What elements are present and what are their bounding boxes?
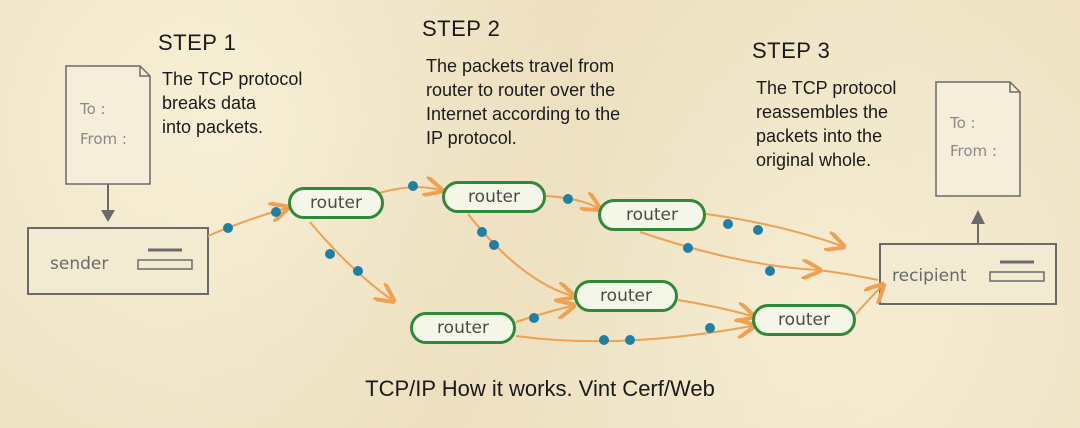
packet-dot: [705, 323, 715, 333]
router-node: router: [574, 280, 678, 312]
step-1-text: The TCP protocol breaks data into packet…: [162, 69, 303, 137]
path-router2-router3: [545, 196, 598, 208]
router-node: router: [752, 304, 856, 336]
recipient-label: recipient: [892, 266, 967, 286]
router-node: router: [288, 187, 384, 219]
recipient-envelope-to: To :: [950, 114, 976, 132]
router-label: router: [600, 286, 652, 306]
step-2-title: STEP 2: [422, 16, 501, 41]
router-label: router: [437, 318, 489, 338]
router-node: router: [410, 312, 516, 344]
router-label: router: [626, 205, 678, 225]
packet-dot: [477, 227, 487, 237]
path-router5-router4: [515, 306, 572, 323]
step-1-title: STEP 1: [158, 30, 237, 55]
recipient-envelope-from: From :: [950, 142, 997, 160]
packet-dot: [353, 266, 363, 276]
caption: TCP/IP How it works. Vint Cerf/Web: [365, 376, 715, 401]
step-3-title: STEP 3: [752, 38, 831, 63]
router-label: router: [310, 193, 362, 213]
step-2-text: The packets travel from router to router…: [426, 56, 621, 148]
packets: [223, 181, 775, 345]
path-router2-router4: [467, 213, 572, 296]
path-router1-router5: [309, 221, 392, 300]
arrow-down-icon: [101, 184, 115, 222]
packet-dot: [325, 249, 335, 259]
path-router6-recipient: [855, 286, 882, 315]
packet-dot: [529, 313, 539, 323]
packet-dot: [753, 225, 763, 235]
packet-dot: [723, 219, 733, 229]
step-3-text: The TCP protocol reassembles the packets…: [756, 78, 897, 170]
router-node: router: [442, 181, 546, 213]
arrow-up-icon: [971, 210, 985, 244]
path-router4-router6: [677, 299, 752, 316]
packet-dot: [563, 194, 573, 204]
sender-label: sender: [50, 254, 109, 274]
packet-dot: [765, 266, 775, 276]
packet-dot: [408, 181, 418, 191]
sender-envelope-from: From :: [80, 130, 127, 148]
packet-dot: [625, 335, 635, 345]
sender-envelope: [65, 65, 151, 185]
packet-dot: [223, 223, 233, 233]
router-node: router: [598, 199, 706, 231]
router-label: router: [468, 187, 520, 207]
path-recipient-b-end: [817, 269, 879, 281]
packet-dot: [271, 207, 281, 217]
recipient-box: [879, 243, 1057, 305]
sender-envelope-to: To :: [80, 100, 106, 118]
sender-box: [27, 227, 209, 295]
path-router3-recipient-b: [639, 231, 818, 270]
recipient-envelope: [935, 81, 1021, 197]
path-router3-recipient-a: [705, 213, 842, 246]
router-label: router: [778, 310, 830, 330]
packet-dot: [599, 335, 609, 345]
packet-dot: [683, 243, 693, 253]
packet-dot: [489, 240, 499, 250]
